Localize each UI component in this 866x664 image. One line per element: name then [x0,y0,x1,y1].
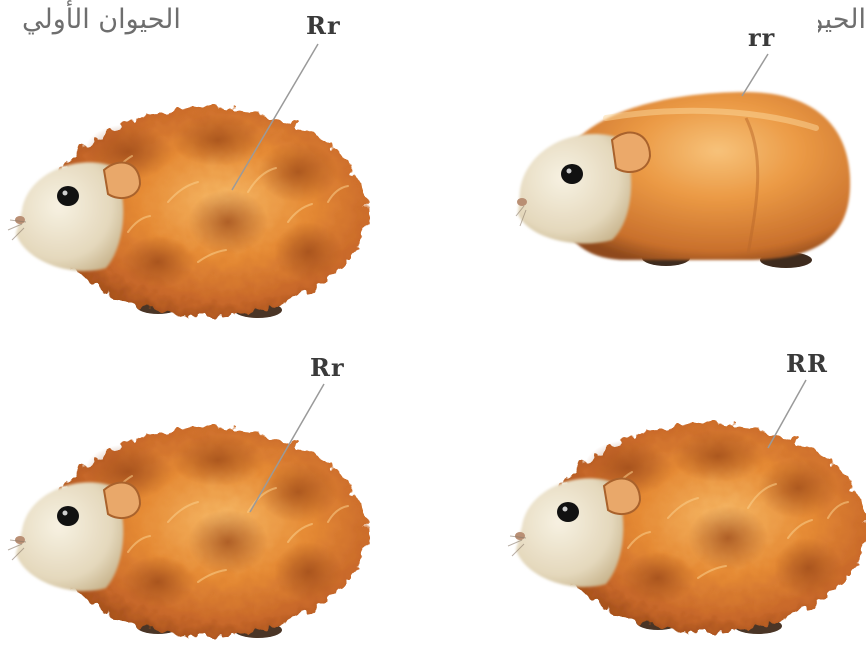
genotype-label-top-left: Rr [306,12,341,40]
guinea-pig-bottom-left [8,428,366,638]
guinea-pig-top-left [8,108,366,318]
genotype-label-bottom-left: Rr [310,354,345,382]
genotype-label-top-right: rr [748,24,775,52]
label-line-top-right [742,54,768,96]
guinea-pig-top-right [516,92,850,268]
genotype-label-bottom-right: RR [786,350,828,378]
guinea-pig-bottom-right [508,424,866,634]
label-line-bottom-right [768,380,806,448]
